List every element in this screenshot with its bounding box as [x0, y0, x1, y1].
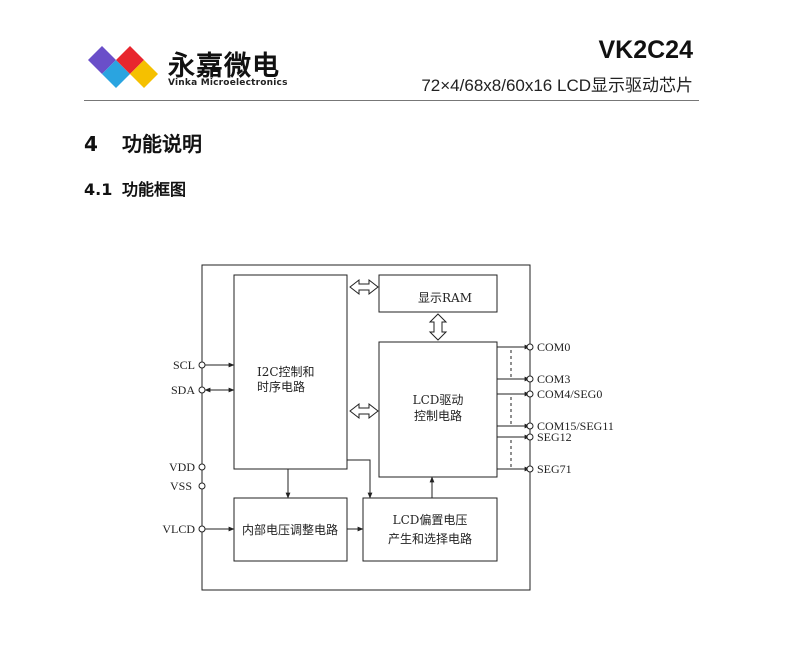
section-title: 功能说明 — [122, 132, 202, 156]
lcd-driver-label-line2: 控制电路 — [414, 408, 462, 423]
i2c-label-line2: 时序电路 — [257, 379, 305, 394]
pin-sda — [198, 386, 206, 394]
page-header: 永嘉微电 Vinka Microelectronics VK2C24 72×4/… — [0, 0, 787, 110]
pin-vlcd — [198, 525, 206, 533]
pin-label-com15-seg11: COM15/SEG11 — [537, 419, 614, 433]
section-number: 4 — [84, 132, 98, 156]
pin-com15-seg11 — [526, 422, 534, 430]
lcd-driver-block — [378, 341, 498, 478]
pin-label-seg71: SEG71 — [537, 462, 572, 476]
logo-diamond-yellow — [130, 60, 158, 88]
i2c-control-block — [233, 274, 348, 470]
company-name-cn: 永嘉微电 — [168, 51, 280, 82]
pin-label-com0: COM0 — [537, 340, 570, 354]
header-divider — [84, 100, 699, 101]
i2c-label-line1: I2C控制和 — [257, 365, 315, 379]
pin-label-seg12: SEG12 — [537, 430, 572, 444]
internal-regulator-label: 内部电压调整电路 — [242, 522, 338, 537]
i2c-driver-bus-arrow — [349, 402, 379, 420]
pin-seg71 — [526, 465, 534, 473]
display-ram-block — [378, 274, 498, 313]
section-heading: 4 功能说明 — [84, 128, 202, 157]
pin-label-com3: COM3 — [537, 372, 570, 386]
company-name-en: Vinka Microelectronics — [168, 78, 288, 88]
pin-vdd — [198, 463, 206, 471]
subsection-heading: 4.1 功能框图 — [84, 176, 186, 200]
pin-label-com4-seg0: COM4/SEG0 — [537, 387, 602, 401]
document-subtitle: 72×4/68x8/60x16 LCD显示驱动芯片 — [421, 76, 693, 95]
vinka-logo — [88, 46, 158, 88]
pin-label-vlcd: VLCD — [162, 522, 195, 536]
pin-com0 — [526, 343, 534, 351]
pin-label-sda: SDA — [171, 383, 195, 397]
bias-label-line2: 产生和选择电路 — [388, 531, 472, 546]
pin-scl — [198, 361, 206, 369]
lcd-bias-block — [362, 497, 498, 562]
subsection-number: 4.1 — [84, 180, 113, 199]
pin-com4-seg0 — [526, 390, 534, 398]
pin-label-vdd: VDD — [169, 460, 195, 474]
pin-label-vss: VSS — [170, 479, 192, 493]
pin-label-scl: SCL — [173, 358, 195, 372]
pin-seg12 — [526, 433, 534, 441]
pin-com3 — [526, 375, 534, 383]
subsection-title: 功能框图 — [122, 180, 187, 199]
lcd-driver-label-line1: LCD驱动 — [413, 393, 464, 407]
bias-label-line1: LCD偏置电压 — [393, 512, 468, 527]
model-number: VK2C24 — [598, 36, 694, 64]
ram-label: 显示RAM — [418, 291, 472, 305]
ram-driver-bus-arrow — [428, 313, 448, 341]
chip-outline — [201, 264, 531, 591]
pin-vss — [198, 482, 206, 490]
i2c-ram-bus-arrow — [349, 278, 379, 296]
